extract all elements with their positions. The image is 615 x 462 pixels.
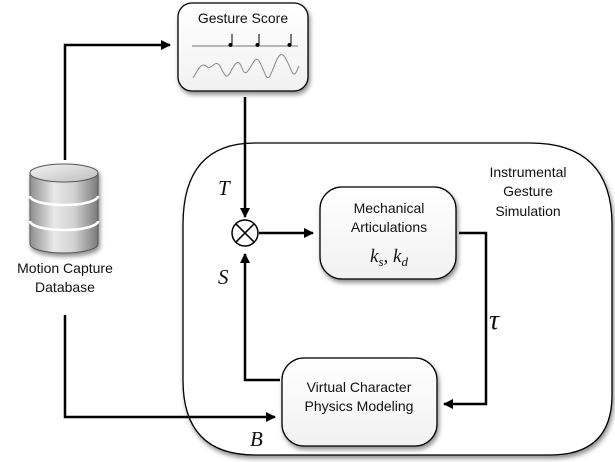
simulation-label-line2: Gesture [503, 183, 553, 199]
gesture-score-box: Gesture Score [177, 2, 309, 92]
physics-label-line1: Virtual Character [307, 379, 412, 395]
symbol-S: S [218, 265, 229, 289]
score-notes [228, 34, 292, 47]
arrow-database-to-physics [63, 315, 276, 422]
database-icon [28, 163, 100, 254]
mechanical-label-line2: Articulations [351, 219, 427, 235]
symbol-B: B [250, 427, 263, 451]
database-label-line2: Database [35, 279, 95, 295]
mechanical-articulations-box [319, 186, 457, 280]
arrow-database-to-score [63, 40, 171, 160]
gesture-score-title: Gesture Score [198, 10, 288, 26]
mechanical-label-line1: Mechanical [354, 200, 425, 216]
connection-arrows [63, 40, 488, 422]
symbol-T: T [218, 176, 231, 200]
comparator-symbol [231, 219, 259, 247]
database-label-line1: Motion Capture [17, 260, 113, 276]
arrow-physics-to-comparator [240, 253, 280, 382]
physics-modeling-box [281, 357, 438, 447]
score-curve [192, 54, 300, 79]
arrow-mechanical-to-physics [443, 231, 488, 409]
simulation-label-line1: Instrumental [489, 164, 566, 180]
simulation-label-line3: Simulation [495, 203, 560, 219]
physics-label-line2: Physics Modeling [305, 398, 414, 414]
symbol-tau: τ [489, 305, 500, 336]
